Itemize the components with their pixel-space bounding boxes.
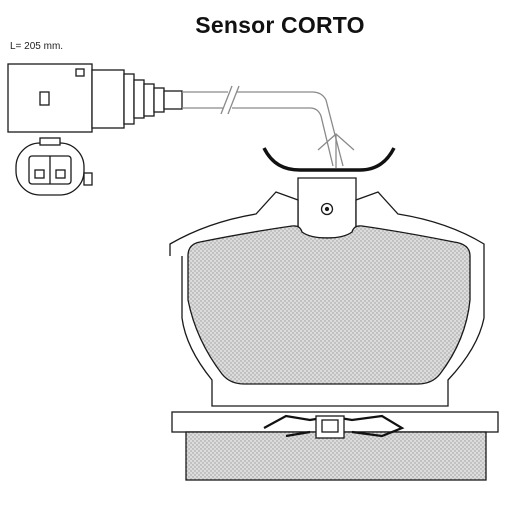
sensor-spring-clip — [262, 147, 396, 172]
brake-pad-profile — [171, 411, 499, 481]
sensor-wire — [182, 85, 355, 168]
connector-key — [39, 137, 61, 146]
connector-clip — [83, 172, 93, 186]
brake-pad-front — [169, 191, 485, 407]
connector-ring-4 — [153, 87, 165, 113]
connector-ring-2 — [133, 79, 145, 119]
connector-ring-1 — [123, 73, 135, 125]
connector-tail — [163, 90, 183, 110]
wire-break-mark — [220, 85, 233, 115]
sensor-length-label: L= 205 mm. — [10, 41, 64, 52]
pin-right — [55, 169, 66, 179]
pin-left — [34, 169, 45, 179]
connector-ring-3 — [143, 83, 155, 117]
connector-latch — [39, 91, 50, 106]
diagram-title: Sensor CORTO — [195, 12, 365, 38]
sensor-connector-side — [7, 63, 183, 133]
sensor-connector-front — [15, 137, 93, 196]
connector-collar — [91, 69, 125, 129]
connector-tab — [75, 68, 85, 77]
friction-material — [187, 225, 471, 385]
wire-break-mark — [227, 85, 240, 115]
friction-layer — [185, 431, 487, 481]
